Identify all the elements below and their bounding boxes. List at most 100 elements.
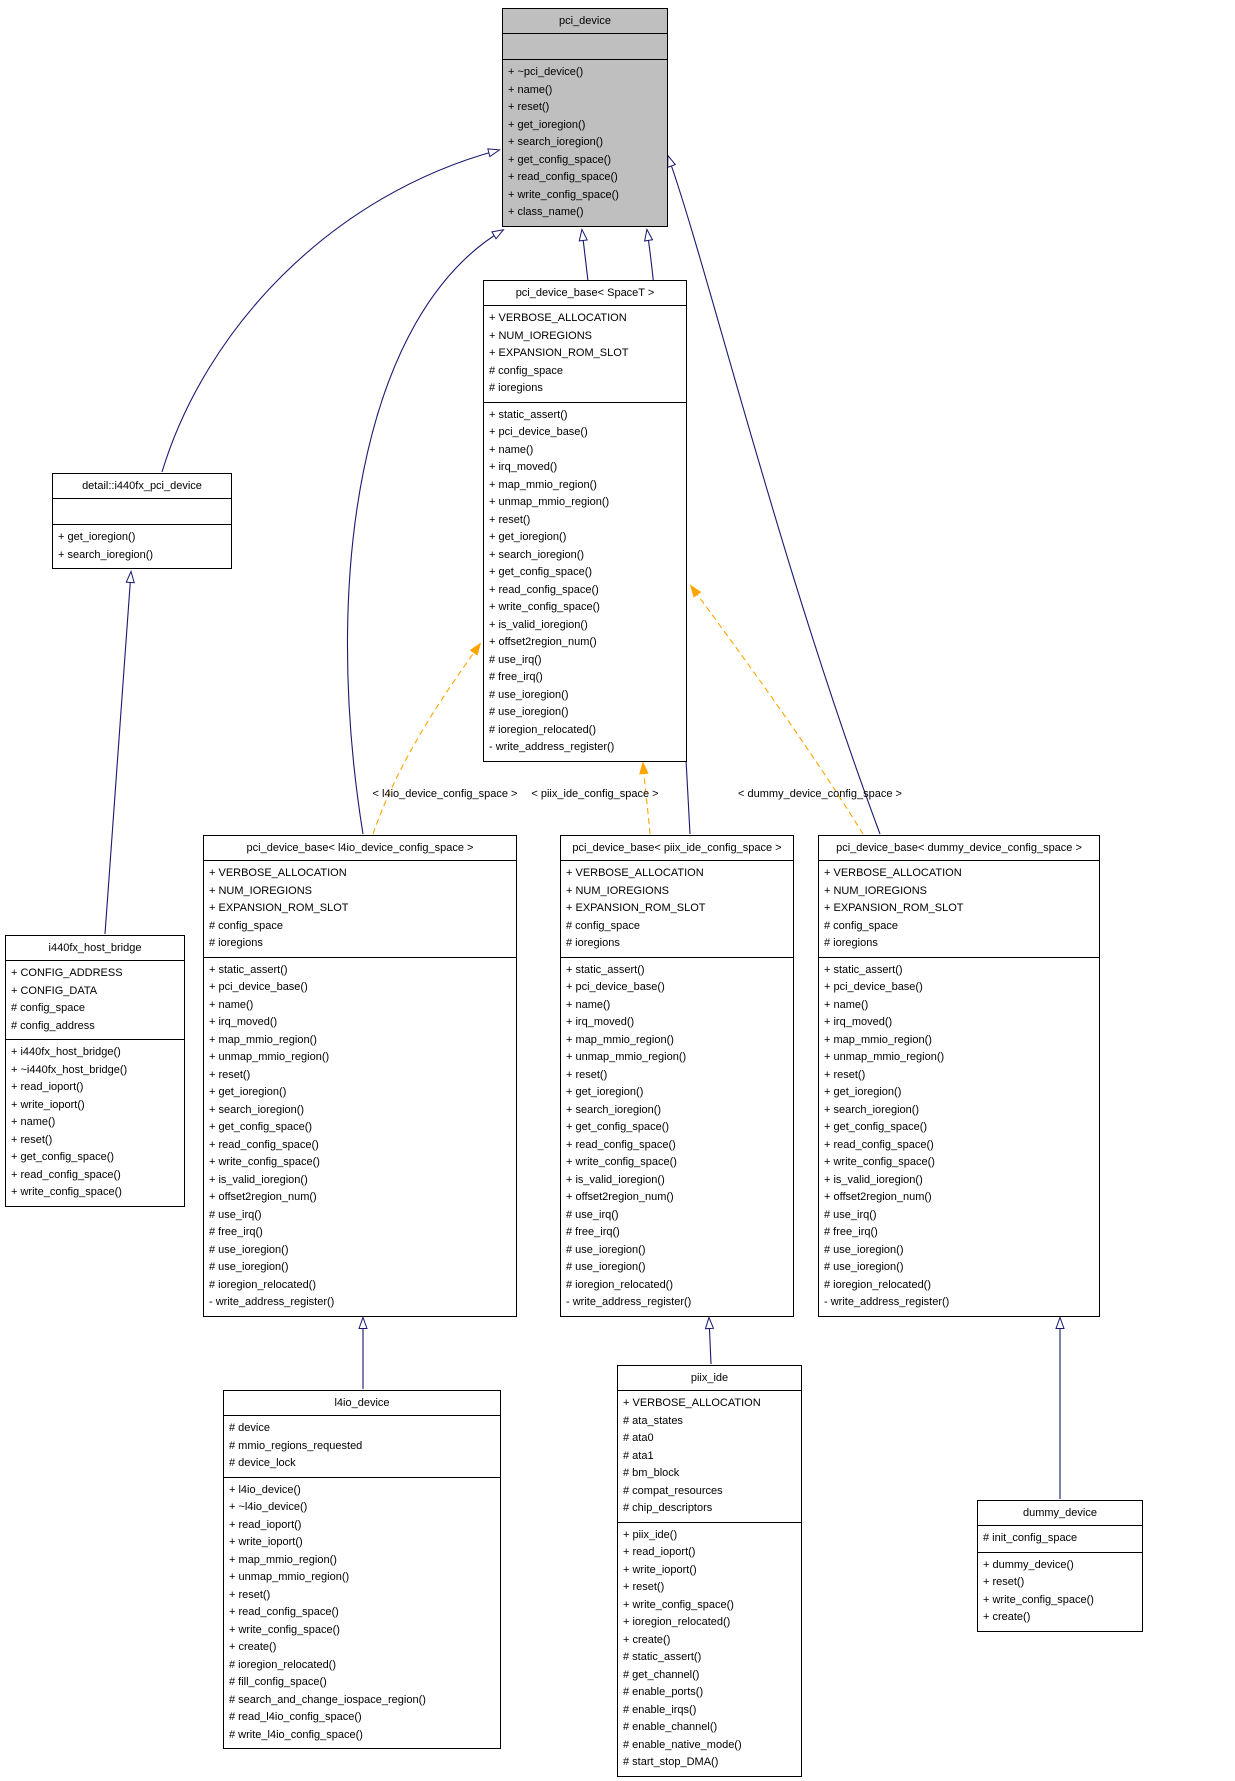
class-methods-section: + static_assert()+ pci_device_base()+ na…	[561, 956, 793, 1316]
class-method: + unmap_mmio_region()	[566, 1051, 687, 1063]
class-method: + dummy_device()	[983, 1558, 1074, 1571]
class-method: + write_config_space()	[229, 1623, 340, 1636]
class-piix_ide[interactable]: piix_ide + VERBOSE_ALLOCATION# ata_states…	[617, 1365, 802, 1777]
class-method: + irq_moved()	[824, 1016, 893, 1028]
template-argument-label: < dummy_device_config_space >	[738, 788, 902, 800]
edge-inheritance-detail_i440fx_pci_device-to-pci_device	[161, 148, 501, 473]
class-method: + name()	[566, 998, 611, 1011]
class-method: + ~l4io_device()	[229, 1501, 308, 1513]
class-attribute: + NUM_IOREGIONS	[824, 884, 927, 897]
class-method: - write_address_register()	[566, 1296, 692, 1308]
class-method: + read_config_space()	[566, 1138, 676, 1151]
class-method: # use_ioregion()	[824, 1243, 904, 1256]
class-title: pci_device_base< dummy_device_config_spa…	[836, 842, 1082, 854]
class-attribute: # compat_resources	[623, 1484, 723, 1497]
class-method: + get_config_space()	[209, 1121, 313, 1133]
class-method: # free_irq()	[566, 1226, 620, 1238]
template-argument-label: < l4io_device_config_space >	[372, 788, 518, 800]
class-method: # enable_ports()	[623, 1686, 704, 1698]
class-method: + write_config_space()	[824, 1156, 935, 1168]
class-attribute: # chip_descriptors	[623, 1502, 713, 1514]
class-method: # start_stop_DMA()	[623, 1756, 719, 1768]
class-pci_device_base_dummy[interactable]: pci_device_base< dummy_device_config_spa…	[818, 835, 1100, 1317]
class-method: + write_config_space()	[566, 1156, 677, 1168]
class-methods-section: + l4io_device()+ ~l4io_device()+ read_io…	[224, 1476, 500, 1749]
class-title: pci_device_base< SpaceT >	[515, 287, 655, 299]
class-method: + ~i440fx_host_bridge()	[11, 1063, 128, 1076]
class-pci_device_base_l4io[interactable]: pci_device_base< l4io_device_config_spac…	[203, 835, 517, 1317]
class-methods-section: + piix_ide()+ read_ioport()+ write_iopor…	[618, 1521, 801, 1776]
class-method: + reset()	[229, 1588, 271, 1601]
class-i440fx_host_bridge[interactable]: i440fx_host_bridge+ CONFIG_ADDRESS+ CONF…	[5, 935, 185, 1207]
class-dummy_device[interactable]: dummy_device# init_config_space+ dummy_d…	[977, 1500, 1143, 1632]
class-attributes-section: + VERBOSE_ALLOCATION# ata_states# ata0# …	[618, 1390, 801, 1522]
class-method: + unmap_mmio_region()	[229, 1571, 350, 1583]
class-attributes-section: + VERBOSE_ALLOCATION+ NUM_IOREGIONS+ EXP…	[561, 860, 793, 957]
class-methods-section: + i440fx_host_bridge()+ ~i440fx_host_bri…	[6, 1039, 184, 1206]
edge-inheritance-pci_device_base_dummy-to-pci_device	[667, 154, 881, 835]
class-attributes-section: + VERBOSE_ALLOCATION+ NUM_IOREGIONS+ EXP…	[484, 305, 686, 402]
class-attribute: + VERBOSE_ALLOCATION	[623, 1397, 761, 1409]
class-attribute: + NUM_IOREGIONS	[489, 329, 592, 342]
class-pci_device_base_piix[interactable]: pci_device_base< piix_ide_config_space >…	[560, 835, 794, 1317]
class-methods-section: + get_ioregion()+ search_ioregion()	[53, 524, 231, 568]
class-l4io_device[interactable]: l4io_device# device# mmio_regions_reques…	[223, 1390, 501, 1749]
class-method: # use_ioregion()	[566, 1261, 646, 1273]
class-title: pci_device	[559, 15, 611, 27]
class-method: + irq_moved()	[209, 1016, 278, 1028]
class-method: + search_ioregion()	[209, 1103, 305, 1116]
class-method: + read_config_space()	[11, 1168, 121, 1181]
class-method: + get_config_space()	[489, 566, 593, 578]
class-pci_device[interactable]: pci_device+ ~pci_device()+ name()+ reset…	[502, 8, 668, 227]
class-method: # use_irq()	[209, 1208, 262, 1221]
class-method: + reset()	[11, 1133, 53, 1146]
class-title: piix_ide	[690, 1372, 729, 1384]
class-method: + write_config_space()	[11, 1186, 122, 1198]
class-method: + get_config_space()	[11, 1151, 115, 1163]
class-methods-section: + static_assert()+ pci_device_base()+ na…	[204, 956, 516, 1316]
class-method: # free_irq()	[824, 1226, 878, 1238]
class-detail_i440fx_pci_device[interactable]: detail::i440fx_pci_device+ get_ioregion(…	[52, 473, 232, 569]
class-attribute: + EXPANSION_ROM_SLOT	[209, 902, 349, 914]
class-attribute: # ata0	[623, 1432, 654, 1444]
class-attribute: # device_lock	[229, 1457, 296, 1469]
class-attribute: # ioregions	[566, 937, 620, 949]
class-method: + create()	[623, 1633, 671, 1646]
class-method: + irq_moved()	[489, 461, 558, 473]
class-method: + ioregion_relocated()	[623, 1616, 731, 1628]
class-method: # use_ioregion()	[209, 1261, 289, 1273]
class-attribute: # ata1	[623, 1449, 654, 1462]
class-method: + read_ioport()	[229, 1518, 302, 1531]
class-method: + reset()	[983, 1576, 1025, 1588]
class-method: + search_ioregion()	[58, 548, 154, 561]
class-pci_device_base_spacet[interactable]: pci_device_base< SpaceT > + VERBOSE_ALLOC…	[483, 280, 687, 762]
class-method: + read_config_space()	[489, 583, 599, 596]
class-method: + name()	[489, 443, 534, 456]
class-attribute: # bm_block	[623, 1467, 680, 1479]
class-method: + write_ioport()	[11, 1098, 85, 1111]
class-method: + get_ioregion()	[824, 1086, 902, 1098]
class-method: + is_valid_ioregion()	[566, 1173, 665, 1186]
class-method: # ioregion_relocated()	[489, 723, 597, 736]
class-method: + unmap_mmio_region()	[489, 496, 610, 508]
class-method: # write_l4io_config_space()	[229, 1728, 363, 1741]
class-method: + reset()	[566, 1068, 608, 1081]
class-attribute: + VERBOSE_ALLOCATION	[566, 867, 704, 879]
class-attribute: + VERBOSE_ALLOCATION	[824, 867, 962, 879]
class-method: + write_config_space()	[508, 188, 619, 201]
class-method: # ioregion_relocated()	[229, 1658, 337, 1671]
class-method: + write_config_space()	[983, 1593, 1094, 1606]
class-attribute: + EXPANSION_ROM_SLOT	[489, 347, 629, 359]
edge-template-instantiation-pci_device_base_l4io-to-pci_device_base_spacet	[372, 642, 482, 835]
class-attributes-section: # device# mmio_regions_requested# device…	[224, 1415, 500, 1477]
class-method: + name()	[508, 83, 553, 96]
class-method: # use_irq()	[489, 653, 542, 666]
class-attribute: # config_space	[11, 1002, 85, 1014]
class-method: + is_valid_ioregion()	[824, 1173, 923, 1186]
class-method: - write_address_register()	[209, 1296, 335, 1308]
class-method: + read_config_space()	[508, 171, 618, 183]
class-attribute: # init_config_space	[983, 1532, 1078, 1544]
edge-inheritance-pci_device_base_l4io-to-pci_device	[346, 228, 505, 835]
class-method: # enable_irqs()	[623, 1703, 697, 1716]
